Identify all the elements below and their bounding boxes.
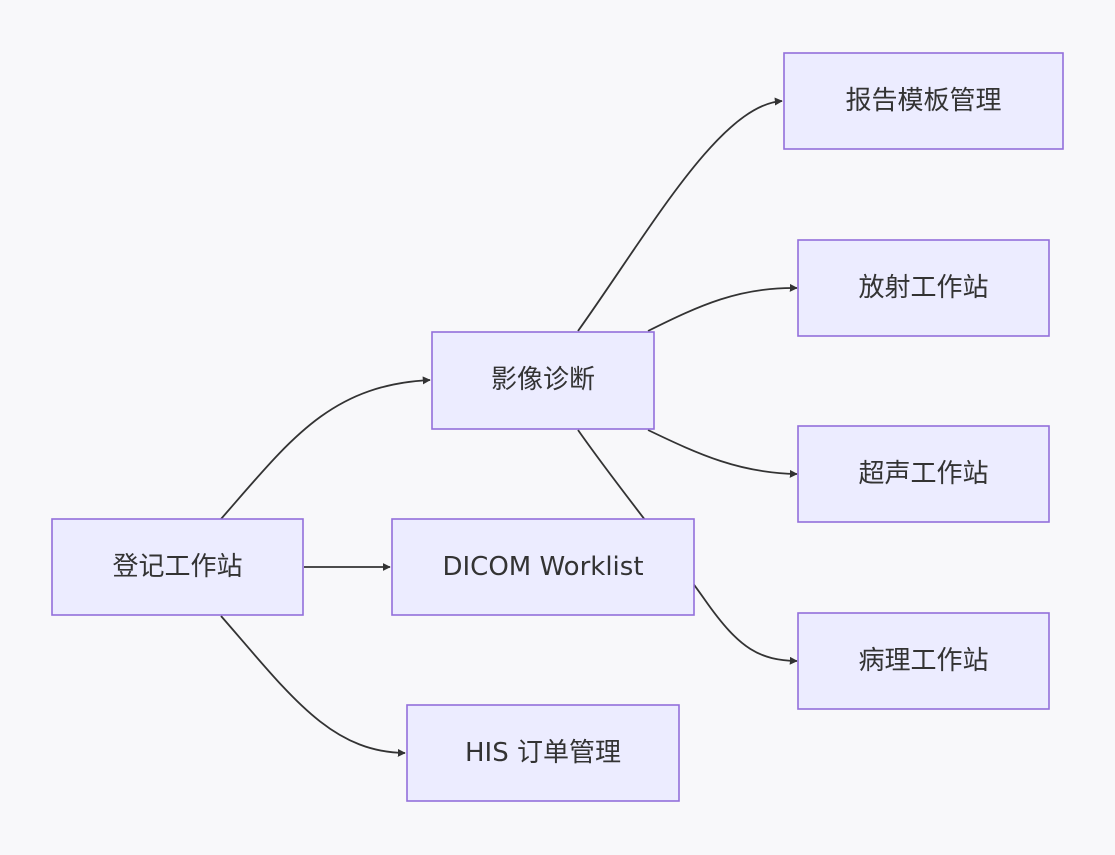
node-worklist-label: DICOM Worklist xyxy=(442,552,643,582)
node-radiology-label: 放射工作站 xyxy=(858,273,988,303)
node-pathology-label: 病理工作站 xyxy=(858,646,988,676)
node-register[interactable]: 登记工作站 xyxy=(51,518,304,616)
node-pathology[interactable]: 病理工作站 xyxy=(797,612,1050,710)
node-register-label: 登记工作站 xyxy=(112,552,242,582)
edge-imaging-to-radiology xyxy=(647,283,798,332)
node-report[interactable]: 报告模板管理 xyxy=(783,52,1064,150)
node-imaging[interactable]: 影像诊断 xyxy=(431,331,655,430)
node-ultrasound-label: 超声工作站 xyxy=(858,459,988,489)
edge-register-to-imaging xyxy=(220,376,431,520)
node-his-label: HIS 订单管理 xyxy=(465,738,621,768)
node-imaging-label: 影像诊断 xyxy=(491,365,595,395)
edge-imaging-to-pathology xyxy=(577,429,798,665)
node-ultrasound[interactable]: 超声工作站 xyxy=(797,425,1050,523)
edges xyxy=(220,97,798,757)
node-worklist[interactable]: DICOM Worklist xyxy=(391,518,695,616)
edge-imaging-to-ultrasound xyxy=(647,429,798,478)
edge-imaging-to-report xyxy=(577,97,783,332)
node-his[interactable]: HIS 订单管理 xyxy=(406,704,680,802)
node-report-label: 报告模板管理 xyxy=(845,86,1001,116)
node-radiology[interactable]: 放射工作站 xyxy=(797,239,1050,337)
edge-register-to-his xyxy=(220,615,406,757)
